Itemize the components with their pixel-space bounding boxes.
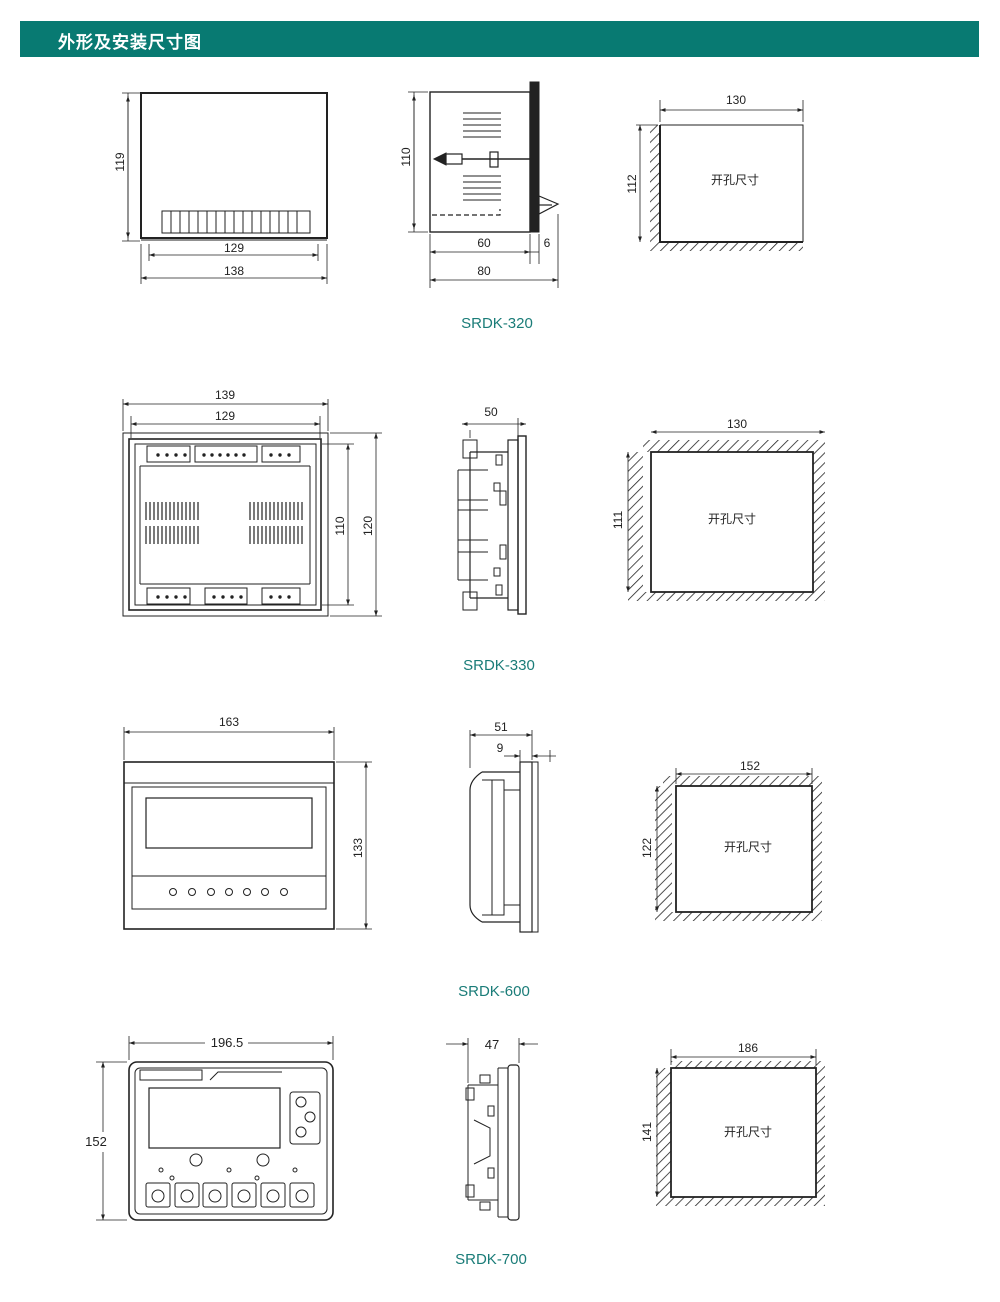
section-title: 外形及安装尺寸图 <box>58 33 202 53</box>
dim-cutout-height: 122 <box>640 838 654 858</box>
key-row <box>145 1182 315 1208</box>
dim-front-inner-width: 129 <box>224 241 244 255</box>
dim-front-height: 119 <box>113 152 127 171</box>
dim-front-width: 163 <box>219 715 239 729</box>
dim-side-depth: 47 <box>485 1037 499 1052</box>
srdk-700-front-view <box>96 1036 334 1221</box>
srdk-600-front-view <box>123 727 372 930</box>
dim-side-depth: 50 <box>484 405 498 419</box>
srdk-330-front-view <box>122 399 382 617</box>
dim-side-height: 110 <box>399 147 413 166</box>
vent-slots <box>145 502 303 544</box>
dim-front-outer-height: 120 <box>361 516 375 536</box>
srdk-320-cutout <box>636 100 804 251</box>
dim-cutout-width: 186 <box>738 1041 758 1055</box>
dim-cutout-height: 141 <box>640 1122 654 1142</box>
dim-front-inner-height: 110 <box>333 516 347 535</box>
dim-front-outer-width: 139 <box>215 388 235 402</box>
dim-side-flange: 6 <box>544 236 551 250</box>
srdk-700-cutout <box>655 1049 825 1206</box>
srdk-320-side-view <box>408 81 560 288</box>
dim-cutout-width: 130 <box>726 93 746 107</box>
section-header: 外形及安装尺寸图 <box>20 21 979 57</box>
dim-cutout-height: 112 <box>625 174 639 193</box>
srdk-600-cutout <box>655 768 822 921</box>
button-row <box>169 888 288 896</box>
dim-front-height: 152 <box>85 1134 107 1149</box>
dim-cutout-height: 111 <box>611 511 625 530</box>
cutout-label: 开孔尺寸 <box>724 840 772 854</box>
model-label-srdk-320: SRDK-320 <box>461 315 533 332</box>
dim-front-inner-width: 129 <box>215 409 235 423</box>
dim-front-outer-width: 138 <box>224 264 244 278</box>
dim-side-depth: 51 <box>494 720 508 734</box>
terminal-blocks-top <box>146 445 301 463</box>
cutout-label: 开孔尺寸 <box>708 512 756 526</box>
terminal-strip <box>161 210 311 234</box>
terminal-blocks-bottom <box>146 587 301 605</box>
srdk-320-front-view <box>122 92 328 284</box>
model-label-srdk-330: SRDK-330 <box>463 657 535 674</box>
srdk-700-side-view <box>446 1038 538 1221</box>
dim-side-total: 80 <box>477 264 491 278</box>
cutout-label: 开孔尺寸 <box>724 1125 772 1139</box>
dim-cutout-width: 130 <box>727 417 747 431</box>
srdk-330-cutout <box>626 430 825 601</box>
dim-cutout-width: 152 <box>740 759 760 773</box>
dim-side-depth: 60 <box>477 236 491 250</box>
model-label-srdk-700: SRDK-700 <box>455 1251 527 1268</box>
model-label-srdk-600: SRDK-600 <box>458 983 530 1000</box>
srdk-330-side-view <box>457 418 527 615</box>
dim-side-flange: 9 <box>497 741 504 755</box>
srdk-600-side-view <box>469 730 556 933</box>
dim-front-height: 133 <box>351 838 365 858</box>
cutout-label: 开孔尺寸 <box>711 173 759 187</box>
dim-front-width: 196.5 <box>211 1035 244 1050</box>
